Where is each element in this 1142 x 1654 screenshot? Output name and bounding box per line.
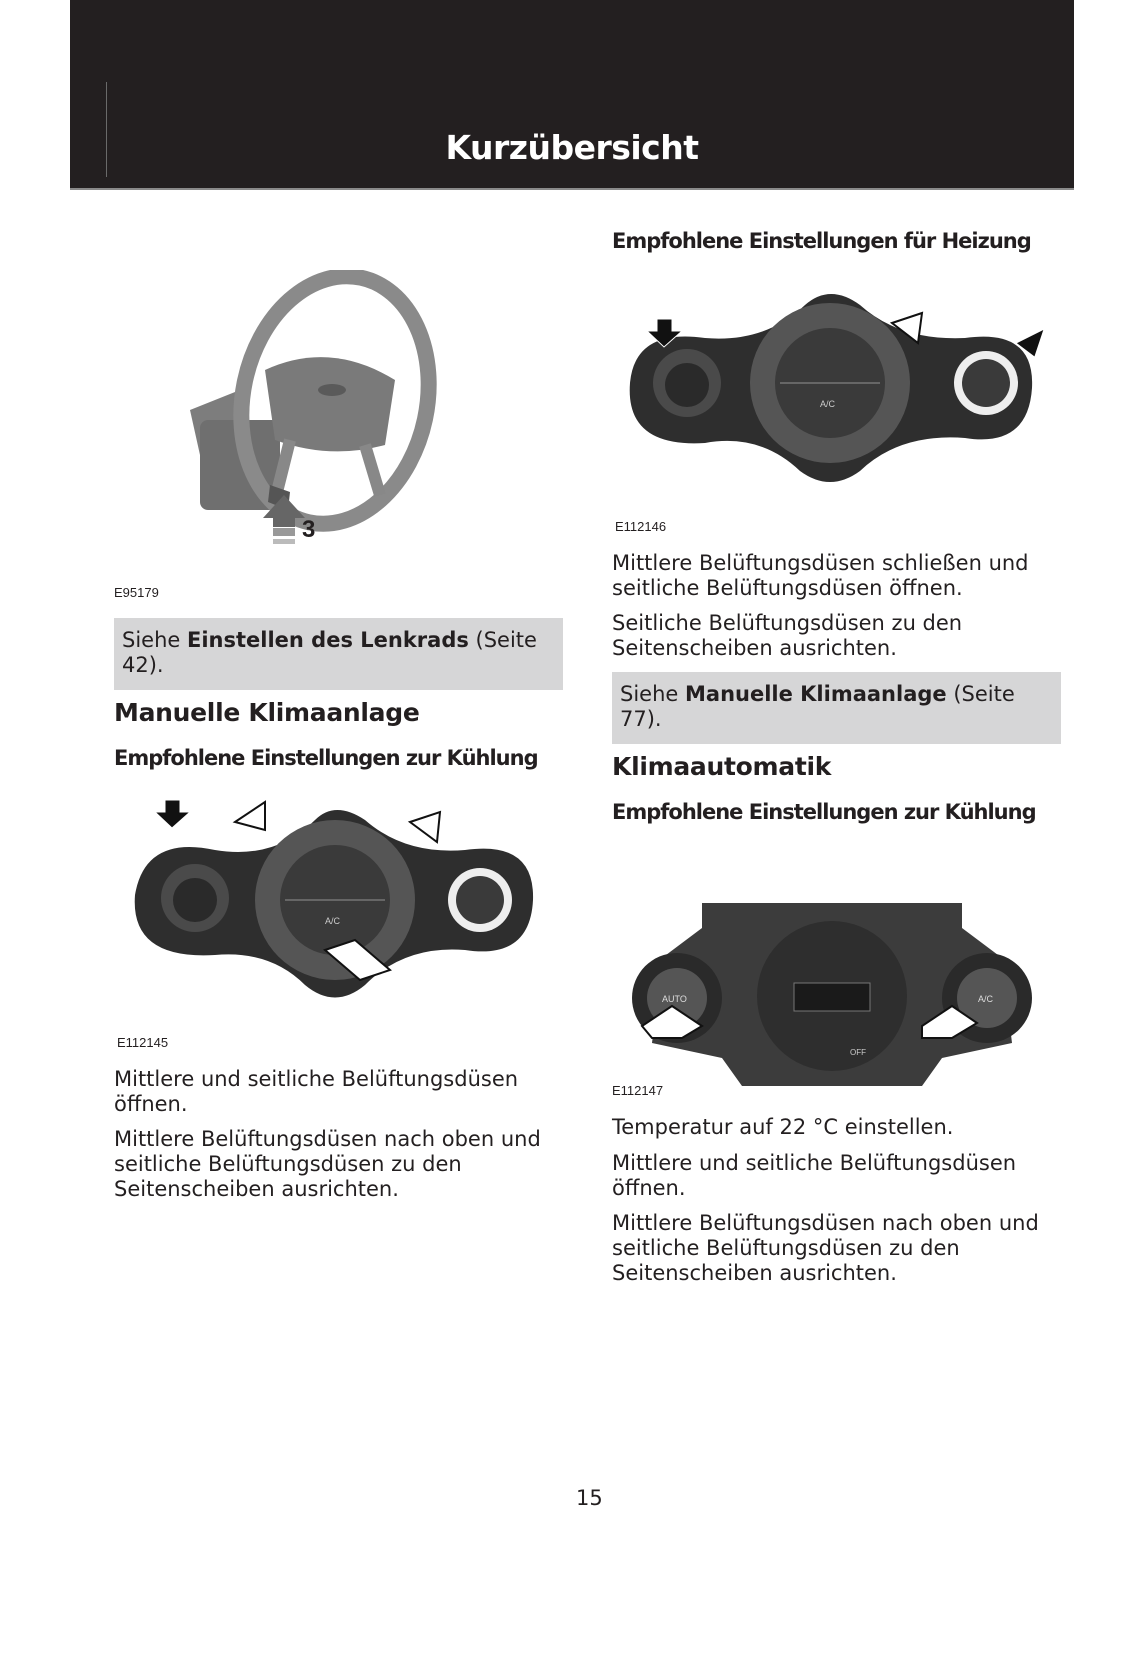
off-label: OFF — [850, 1048, 866, 1057]
manual-climate-panel-heating-illustration: A/C — [620, 283, 1045, 493]
instruction-paragraph: Temperatur auf 22 °C einstellen. — [612, 1115, 954, 1139]
figure-caption: E95179 — [114, 585, 159, 600]
header-rule — [106, 82, 107, 177]
auto-label: AUTO — [662, 994, 687, 1004]
chapter-header: Kurzübersicht — [70, 0, 1074, 190]
steering-wheel-illustration: 3 — [180, 270, 470, 585]
instruction-paragraph: Mittlere Belüftungsdüsen schließen und s… — [612, 551, 1029, 600]
cross-reference-note: Siehe Einstellen des Lenkrads (Seite 42)… — [114, 618, 563, 690]
ac-label: A/C — [978, 994, 994, 1004]
callout-number: 3 — [302, 516, 316, 543]
ac-label: A/C — [325, 916, 341, 926]
instruction-paragraph: Mittlere Belüftungsdüsen nach oben und s… — [612, 1211, 1039, 1285]
instruction-paragraph: Mittlere und seitliche Belüftungsdüsen ö… — [612, 1151, 1017, 1200]
instruction-paragraph: Mittlere Belüftungsdüsen nach oben und s… — [114, 1127, 541, 1201]
figure-caption: E112147 — [612, 1083, 664, 1098]
ac-label: A/C — [820, 399, 836, 409]
instruction-paragraph: Mittlere und seitliche Belüftungsdüsen ö… — [114, 1067, 519, 1116]
figure-caption: E112146 — [615, 519, 667, 534]
section-title: Klimaautomatik — [612, 752, 832, 781]
subsection-title: Empfohlene Einstellungen zur Kühlung — [114, 746, 539, 770]
instruction-paragraph: Seitliche Belüftungsdüsen zu den Seitens… — [612, 611, 963, 660]
page-number: 15 — [576, 1486, 603, 1510]
manual-climate-panel-cooling-illustration: A/C — [125, 800, 540, 1010]
cross-reference-link[interactable]: Manuelle Klimaanlage — [685, 682, 947, 706]
chapter-title: Kurzübersicht — [445, 128, 699, 167]
automatic-climate-panel-illustration: AUTO A/C OFF — [622, 898, 1042, 1088]
cross-reference-link[interactable]: Einstellen des Lenkrads — [187, 628, 469, 652]
subsection-title: Empfohlene Einstellungen für Heizung — [612, 229, 1032, 253]
section-title: Manuelle Klimaanlage — [114, 698, 420, 727]
subsection-title: Empfohlene Einstellungen zur Kühlung — [612, 800, 1037, 824]
cross-reference-note: Siehe Manuelle Klimaanlage (Seite 77). — [612, 672, 1061, 744]
figure-caption: E112145 — [117, 1035, 169, 1050]
